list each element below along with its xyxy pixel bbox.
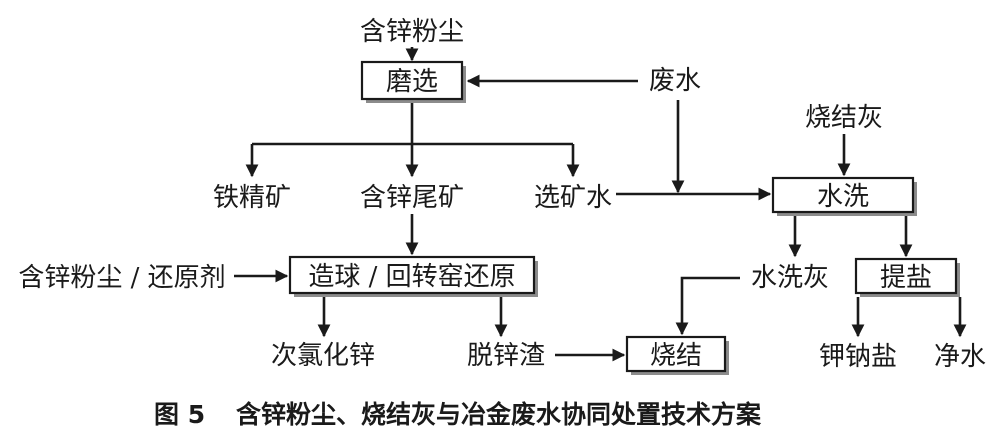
salt-extraction-box: 提盐 xyxy=(854,257,960,297)
washed-ash-label: 水洗灰 xyxy=(751,263,829,293)
sintering-label: 烧结 xyxy=(650,341,702,371)
grinding-label: 磨选 xyxy=(386,67,438,97)
sintering-box: 烧结 xyxy=(625,335,729,375)
salt-extraction-label: 提盐 xyxy=(880,263,932,293)
zinc-tailings-label: 含锌尾矿 xyxy=(360,183,464,213)
figure-title: 含锌粉尘、烧结灰与冶金废水协同处置技术方案 xyxy=(236,400,762,429)
waste-water-label: 废水 xyxy=(649,66,701,96)
grinding-box: 磨选 xyxy=(360,60,466,103)
clean-water-label: 净水 xyxy=(934,342,986,372)
dust-reductant-label: 含锌粉尘 / 还原剂 xyxy=(18,263,225,293)
figure-number: 图 5 xyxy=(154,400,205,429)
water-washing-label: 水洗 xyxy=(817,182,869,212)
dezinc-slag-label: 脱锌渣 xyxy=(467,341,545,371)
water-washing-box: 水洗 xyxy=(771,176,917,216)
beneficiation-water-label: 选矿水 xyxy=(534,183,612,213)
sinter-ash-label: 烧结灰 xyxy=(805,103,883,133)
pelletizing-box: 造球 / 回转窑还原 xyxy=(288,255,538,297)
kna-salt-label: 钾钠盐 xyxy=(819,342,897,372)
secondary-zinc-oxide-label: 次氯化锌 xyxy=(271,341,375,371)
zinc-dust-top-label: 含锌粉尘 xyxy=(360,17,464,47)
iron-concentrate-label: 铁精矿 xyxy=(213,183,291,213)
arrow-ash-to-sintering xyxy=(675,276,740,336)
pelletizing-label: 造球 / 回转窑还原 xyxy=(308,262,515,292)
